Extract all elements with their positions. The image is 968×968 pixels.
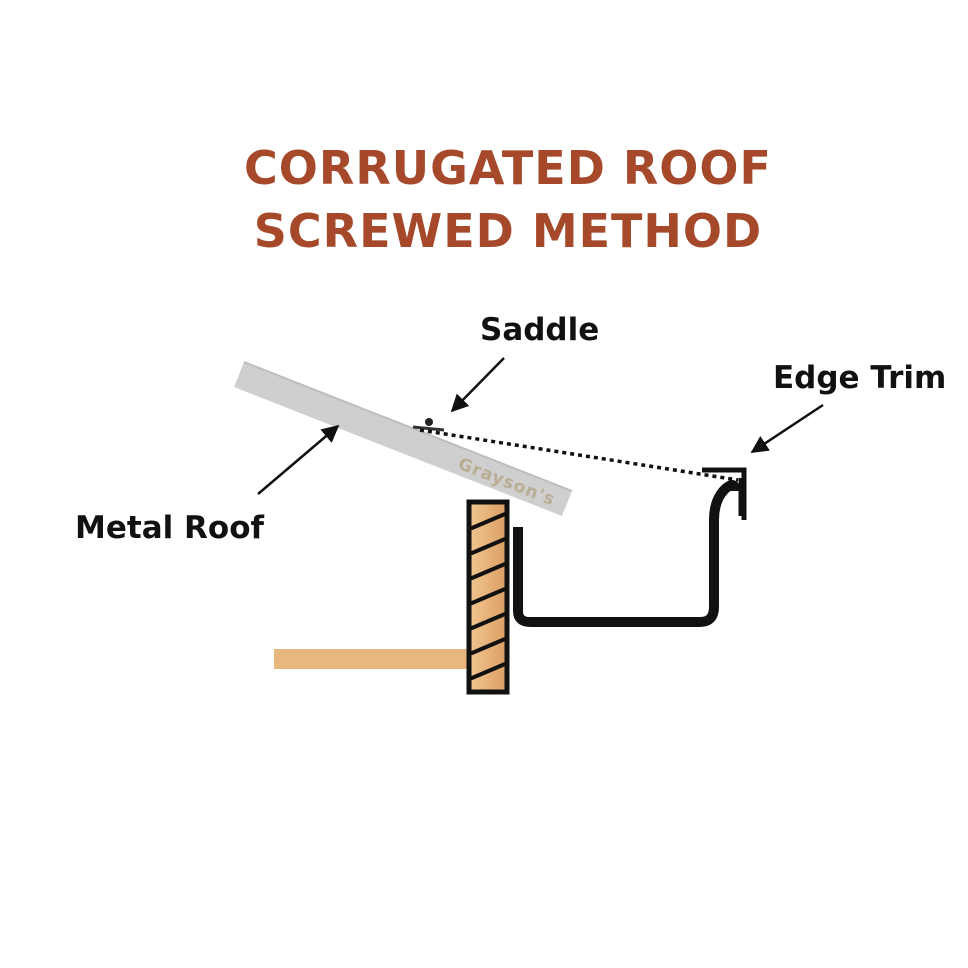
saddle-label: Saddle — [480, 312, 599, 348]
metal-roof-arrow — [257, 424, 340, 495]
metal-roof-sheet: Grayson's — [234, 361, 573, 516]
fascia-board — [466, 499, 510, 695]
edge-trim — [702, 467, 747, 520]
edge-trim-label: Edge Trim — [773, 360, 946, 396]
gutter-profile — [513, 480, 740, 627]
metal-roof-label: Metal Roof — [75, 510, 264, 546]
horizontal-joist — [274, 649, 470, 669]
dotted-sight-line — [419, 428, 739, 482]
saddle — [412, 418, 445, 432]
title-line-2: SCREWED METHOD — [254, 204, 762, 258]
saddle-arrow — [450, 357, 505, 413]
edge-trim-arrow — [750, 403, 824, 454]
fascia-hatching — [470, 512, 507, 680]
title-line-1: CORRUGATED ROOF — [244, 141, 772, 195]
